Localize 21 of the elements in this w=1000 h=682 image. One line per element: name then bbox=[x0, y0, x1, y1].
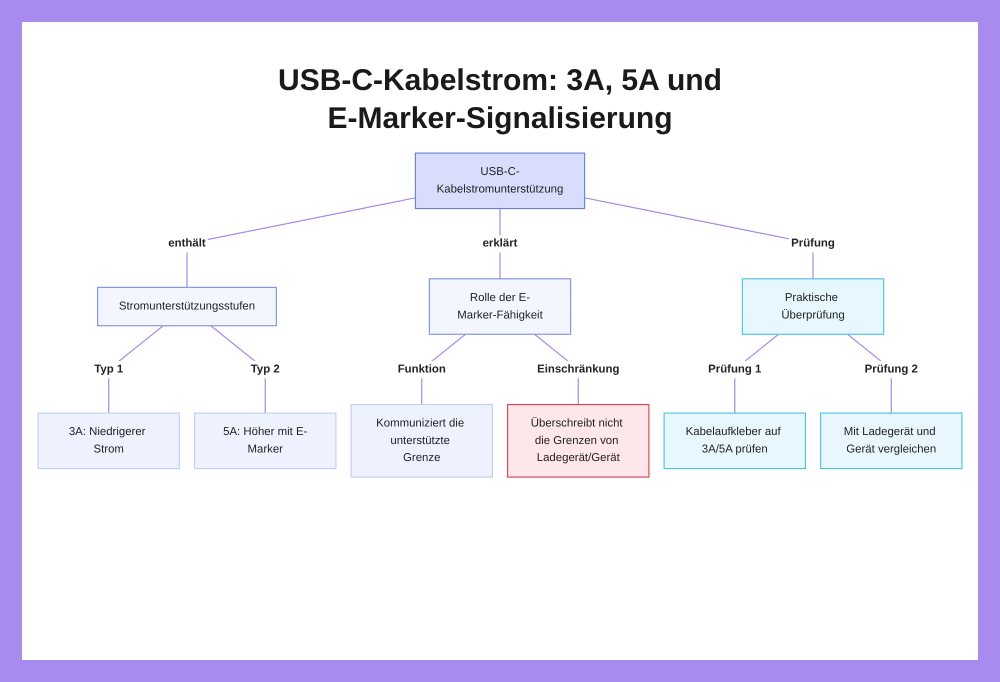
edge-label: Typ 1 bbox=[94, 362, 124, 376]
node-box: USB-C-Kabelstromunterstützung bbox=[414, 152, 586, 210]
node-box: Rolle der E-Marker-Fähigkeit bbox=[428, 278, 572, 335]
node-box: 3A: Niedrigerer Strom bbox=[38, 412, 180, 470]
node-box: Mit Ladegerät und Gerät vergleichen bbox=[820, 412, 962, 470]
node-box: Kabelaufkleber auf 3A/5A prüfen bbox=[664, 412, 806, 470]
edge-label: Einschränkung bbox=[537, 362, 620, 376]
node-box: Kommuniziert die unterstützte Grenze bbox=[350, 404, 493, 478]
edge-label: erklärt bbox=[482, 236, 518, 250]
edge-label: Prüfung bbox=[791, 236, 835, 250]
node-box: Praktische Überprüfung bbox=[742, 278, 884, 335]
edge-label: enthält bbox=[168, 236, 206, 250]
edge-label: Funktion bbox=[398, 362, 446, 376]
edge-label: Prüfung 1 bbox=[708, 362, 762, 376]
node-box: Überschreibt nicht die Grenzen von Ladegerät/Gerät bbox=[507, 404, 650, 478]
edge-label: Prüfung 2 bbox=[864, 362, 918, 376]
edge-label: Typ 2 bbox=[250, 362, 280, 376]
diagram-title: USB-C-Kabelstrom: 3A, 5A und E-Marker-Signalisierung bbox=[277, 63, 723, 137]
node-box: 5A: Höher mit E-Marker bbox=[194, 412, 336, 470]
connector bbox=[186, 197, 416, 288]
node-box: Stromunterstützungsstufen bbox=[97, 286, 277, 326]
